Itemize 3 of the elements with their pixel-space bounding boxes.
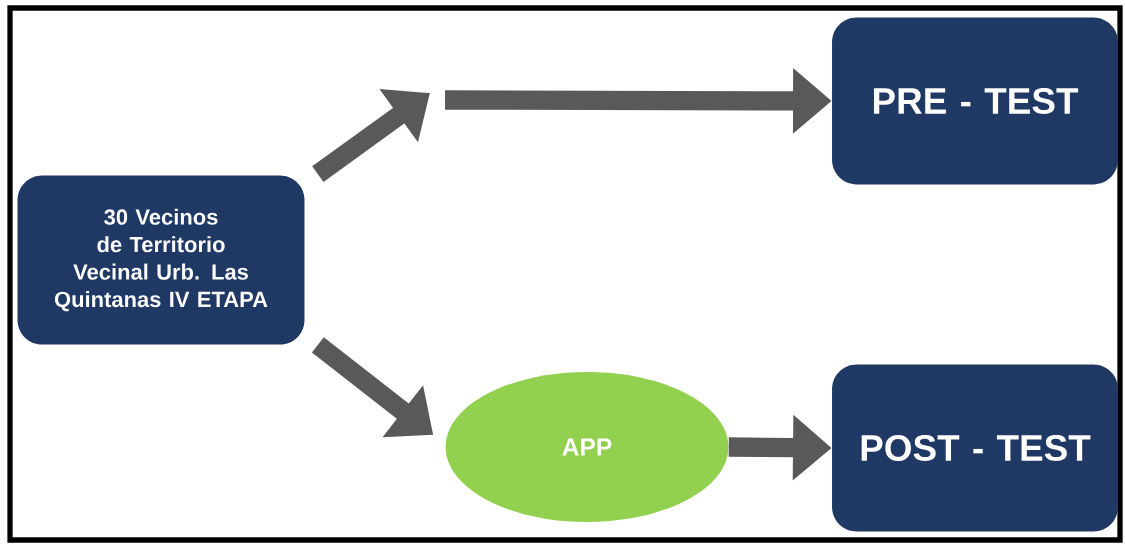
process-box: 30 Vecinos de Territorio Vecinal Urb. Las Quintanas IV ETAPA: [17, 175, 305, 345]
process-box: POST - TEST: [832, 364, 1118, 532]
process-box: PRE - TEST: [832, 17, 1118, 185]
